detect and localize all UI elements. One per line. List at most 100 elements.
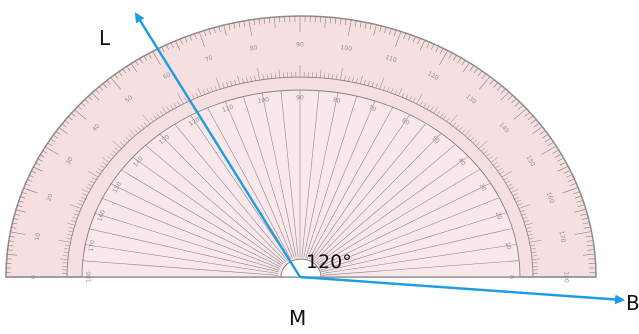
degree-tick (541, 146, 556, 155)
protractor-outer-ticks (4, 15, 596, 278)
degree-tick (10, 226, 17, 229)
inner-degree-tick (125, 137, 130, 141)
inner-degree-tick (85, 186, 91, 190)
degree-tick (395, 31, 402, 47)
degree-tick (500, 92, 509, 101)
degree-tick (334, 17, 337, 24)
degree-tick (84, 98, 89, 104)
inner-degree-tick (197, 88, 202, 96)
inner-degree-tick (237, 76, 240, 84)
inner-degree-tick (66, 237, 72, 240)
degree-tick (384, 27, 387, 34)
degree-tick (130, 63, 138, 73)
degree-tick (80, 102, 86, 107)
outer-scale-number: 80 (249, 44, 258, 52)
degree-tick (8, 235, 15, 238)
degree-tick (26, 178, 33, 182)
degree-tick (344, 19, 347, 26)
inner-degree-tick (63, 255, 69, 257)
inner-degree-tick (532, 258, 541, 260)
inner-scale-number: 160 (96, 209, 107, 222)
radial-line (303, 92, 339, 258)
degree-tick (91, 92, 100, 101)
degree-tick (17, 200, 24, 203)
radial-line (84, 244, 279, 274)
inner-scale-number: 40 (456, 157, 466, 167)
degree-tick (70, 112, 76, 117)
degree-tick (152, 50, 161, 65)
inner-degree-tick (522, 216, 528, 219)
degree-tick (11, 222, 18, 225)
inner-degree-tick (470, 137, 475, 141)
degree-tick (469, 65, 474, 71)
inner-degree-tick (455, 124, 460, 129)
degree-tick (567, 178, 574, 182)
inner-degree-tick (514, 196, 520, 200)
degree-tick (581, 218, 588, 220)
inner-degree-tick (134, 129, 139, 134)
degree-tick (586, 240, 593, 242)
degree-tick (30, 170, 37, 174)
degree-tick (339, 18, 342, 25)
degree-tick (563, 170, 570, 174)
degree-tick (379, 26, 382, 32)
inner-degree-tick (195, 92, 199, 98)
outer-scale-number: 10 (34, 232, 42, 241)
degree-tick (565, 174, 572, 178)
degree-tick (544, 138, 551, 143)
degree-tick (359, 21, 362, 28)
inner-degree-tick (416, 93, 423, 104)
angle-label: 120° (306, 251, 352, 273)
inner-degree-tick (274, 73, 276, 79)
inner-scale-number: 120 (188, 116, 202, 128)
radial-line (243, 96, 295, 258)
vertex-m-label: M (289, 306, 306, 330)
inner-degree-tick (464, 129, 471, 136)
inner-degree-tick (173, 103, 177, 108)
inner-degree-tick (153, 115, 157, 120)
degree-tick (513, 108, 527, 120)
degree-tick (139, 57, 143, 64)
ray-ml (134, 12, 302, 278)
degree-tick (55, 130, 61, 135)
inner-degree-tick (379, 77, 385, 90)
inner-degree-tick (390, 88, 394, 93)
inner-degree-tick (493, 162, 498, 166)
inner-degree-tick (143, 122, 148, 127)
degree-tick (194, 33, 197, 40)
degree-tick (243, 20, 246, 27)
inner-degree-tick (82, 193, 88, 196)
degree-tick (134, 60, 139, 66)
radial-line (81, 260, 279, 276)
degree-tick (7, 244, 14, 247)
inner-degree-tick (383, 85, 386, 91)
inner-scale-arc (66, 76, 534, 278)
inner-degree-tick (87, 183, 93, 187)
point-b-label: B (626, 291, 639, 315)
degree-tick (552, 150, 559, 154)
inner-degree-tick (278, 69, 280, 78)
radial-line (313, 133, 441, 262)
degree-tick (73, 108, 87, 120)
degree-tick (228, 23, 231, 30)
inner-degree-tick (64, 244, 70, 246)
degree-tick (98, 85, 104, 91)
degree-tick (477, 71, 482, 77)
inner-degree-tick (348, 76, 350, 82)
degree-tick (64, 119, 70, 124)
inner-degree-tick (499, 171, 505, 175)
degree-tick (585, 235, 592, 238)
inner-degree-tick (230, 80, 233, 86)
degree-tick (457, 57, 461, 64)
inner-scale-number: 60 (400, 117, 410, 127)
radial-line (94, 212, 280, 271)
degree-tick (184, 36, 188, 43)
inner-degree-tick (156, 113, 161, 118)
inner-degree-tick (529, 239, 542, 243)
degree-tick (170, 42, 174, 48)
degree-tick (557, 166, 568, 172)
radial-line (305, 96, 357, 258)
degree-tick (369, 23, 372, 30)
inner-degree-tick (177, 101, 181, 106)
